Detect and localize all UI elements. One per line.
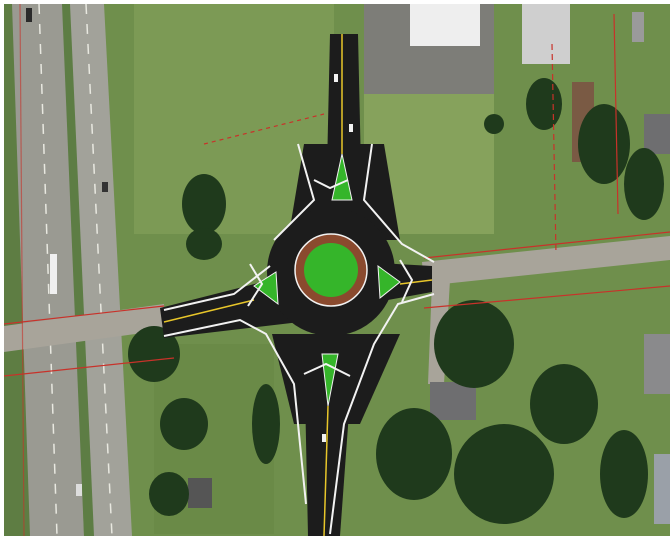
building-roof xyxy=(188,478,212,508)
parcel-line xyxy=(551,43,557,255)
vehicle xyxy=(102,182,108,192)
tree xyxy=(600,430,648,518)
edge-line xyxy=(163,265,271,311)
tree xyxy=(454,424,554,524)
parcel-line xyxy=(19,4,25,536)
crosswalk-markings xyxy=(247,179,414,377)
vehicle xyxy=(322,434,326,442)
tree xyxy=(376,408,452,500)
building-roof xyxy=(632,12,644,42)
center-lines xyxy=(163,34,433,536)
buildings xyxy=(188,4,670,524)
parcel-line xyxy=(4,305,165,325)
tree-canopy xyxy=(128,78,664,524)
building-roof xyxy=(410,4,480,46)
vehicle xyxy=(26,8,32,22)
center-line xyxy=(163,299,255,323)
central-island xyxy=(304,243,358,297)
crosswalk xyxy=(399,259,414,303)
building-roof xyxy=(644,334,670,394)
tree xyxy=(526,78,562,130)
vehicle xyxy=(76,484,82,496)
crosswalk xyxy=(313,179,349,190)
tree xyxy=(128,326,180,382)
rural-road-east xyxy=(422,236,670,286)
edge-line xyxy=(362,143,435,263)
tree xyxy=(434,300,514,388)
rural-road-west xyxy=(4,304,164,352)
divided-highway xyxy=(12,4,132,536)
approach-south-flare xyxy=(272,334,400,424)
building-roof xyxy=(522,4,570,64)
tree xyxy=(160,398,208,450)
roundabout-design xyxy=(160,34,435,536)
highway-lane-line xyxy=(38,4,58,536)
crosswalk xyxy=(303,362,351,377)
parcel-line xyxy=(4,357,175,377)
splitter-island-east xyxy=(377,264,401,299)
building-roof xyxy=(644,114,670,154)
edge-line xyxy=(329,293,435,535)
tree xyxy=(484,114,504,134)
tree xyxy=(252,384,280,464)
tree xyxy=(578,104,630,184)
vehicle xyxy=(334,74,338,82)
highway-lane-line xyxy=(85,4,113,536)
parcel-line xyxy=(613,13,619,215)
parcel-line xyxy=(423,285,670,309)
vehicle xyxy=(50,254,57,294)
center-line xyxy=(399,279,433,285)
edge-line xyxy=(163,318,307,505)
aerial-map xyxy=(4,4,670,536)
parcel-line xyxy=(423,231,670,259)
splitter-island-west xyxy=(253,271,279,306)
center-line xyxy=(323,405,329,536)
edge-line xyxy=(273,143,316,241)
tree xyxy=(186,228,222,260)
edge-lines xyxy=(163,143,435,535)
building-roof xyxy=(654,454,670,524)
tree xyxy=(182,174,226,234)
tree xyxy=(149,472,189,516)
splitter-island-north xyxy=(331,153,353,201)
vehicle xyxy=(349,124,353,132)
highway-northbound xyxy=(68,4,132,536)
tree xyxy=(530,364,598,444)
crosswalk xyxy=(247,263,264,307)
tree xyxy=(624,148,664,220)
highway-median xyxy=(62,4,94,536)
building-roof xyxy=(430,382,476,420)
